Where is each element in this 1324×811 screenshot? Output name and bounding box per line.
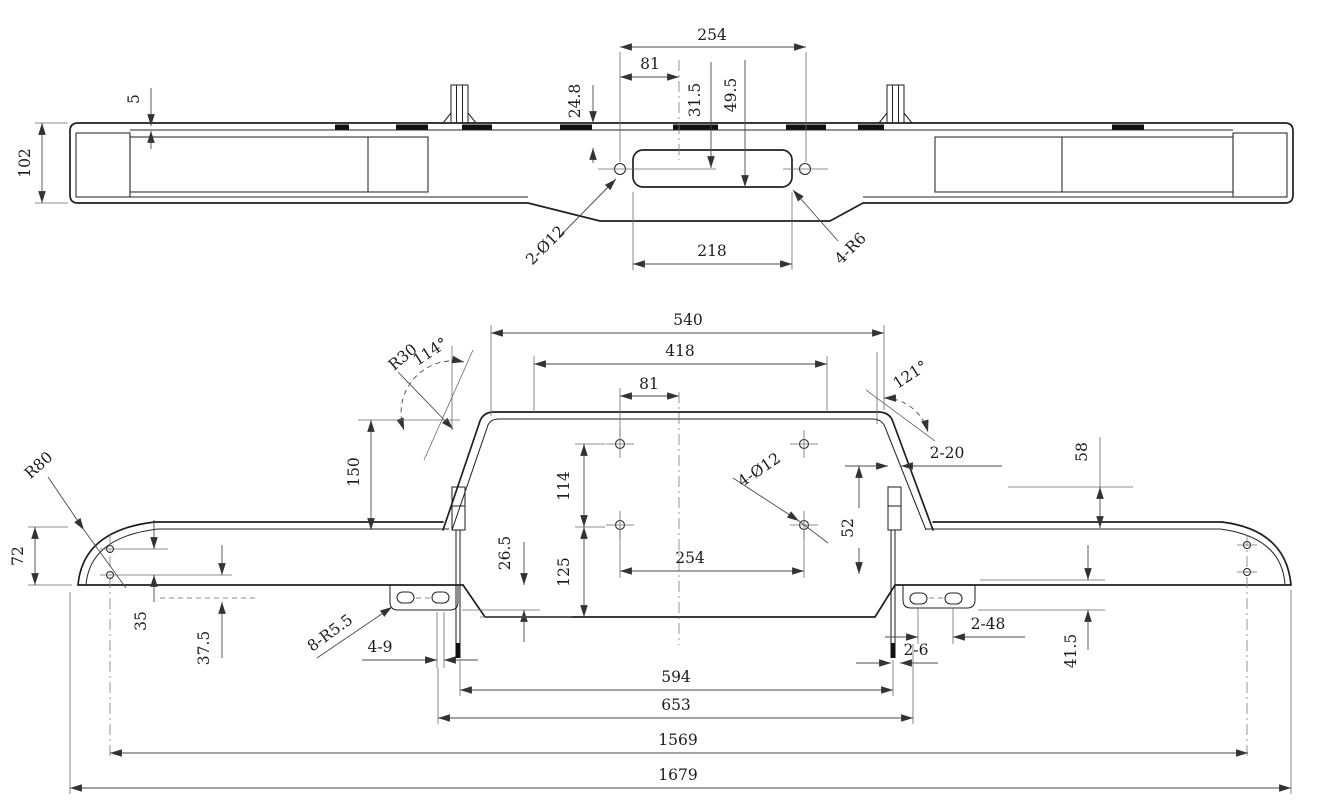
left-recess-panel [129,136,429,193]
dim-37.5: 37.5 [195,631,213,666]
right-front-tab [887,486,902,658]
dim-4-9: 4-9 [368,638,393,656]
dim-26.5: 26.5 [496,536,514,571]
callout-4xD12: 4-Ø12 [734,449,783,491]
dim-418: 418 [665,342,695,360]
dim-31.5: 31.5 [686,83,704,118]
callout-R80: R80 [21,448,56,482]
dim-102: 102 [16,148,34,178]
dim-125: 125 [555,557,573,587]
dim-41.5: 41.5 [1062,634,1080,669]
dim-angle-121: 121° [890,357,931,392]
front-view-dimensions: 540 418 81 R30 114° 121° 2-20 [9,311,1292,794]
dim-angle-114: 114° [410,334,451,369]
dim-1679: 1679 [658,766,697,784]
hump-holes [606,430,818,539]
front-view: 540 418 81 R30 114° 121° 2-20 [9,311,1292,794]
dim-81-front: 81 [639,375,659,393]
right-end-cap [1232,132,1288,198]
dim-150: 150 [345,457,363,487]
hump-lower-plate [462,584,896,618]
hump-outline [442,411,934,531]
callout-4xR6: 4-R6 [831,229,870,268]
hidden-dashes [335,124,1144,130]
right-top-tab [878,84,913,124]
top-view-dimensions: 254 81 24.8 31.5 49.5 5 102 218 2-Ø12 [16,26,870,270]
callout-2xD12: 2-Ø12 [522,222,568,268]
dim-254-front: 254 [675,549,705,567]
right-recess-panel [934,136,1234,193]
left-top-tab [442,84,477,124]
center-slot [632,149,793,188]
dim-2-20: 2-20 [930,444,965,462]
dim-2-6: 2-6 [904,641,929,659]
dim-218: 218 [697,242,727,260]
dim-58: 58 [1073,442,1091,462]
dim-35: 35 [132,611,150,631]
dim-2-48: 2-48 [971,615,1006,633]
left-front-tab [451,486,466,658]
dim-1569: 1569 [658,731,697,749]
dim-49.5: 49.5 [722,78,740,113]
dim-653: 653 [661,696,691,714]
dim-52: 52 [839,518,857,538]
dim-81-top: 81 [640,55,660,73]
top-view-part [69,84,1294,222]
dim-24.8: 24.8 [566,84,584,119]
left-end-cap [75,132,131,198]
dim-114: 114 [555,471,573,501]
top-view: 254 81 24.8 31.5 49.5 5 102 218 2-Ø12 [16,26,1294,270]
dim-254-top: 254 [697,26,727,44]
left-bracket [389,585,459,611]
front-view-part [77,392,1292,759]
dim-594: 594 [661,668,691,686]
right-bracket [902,585,976,609]
dim-540: 540 [673,311,703,329]
dim-72: 72 [9,546,27,566]
dim-5: 5 [125,94,143,104]
